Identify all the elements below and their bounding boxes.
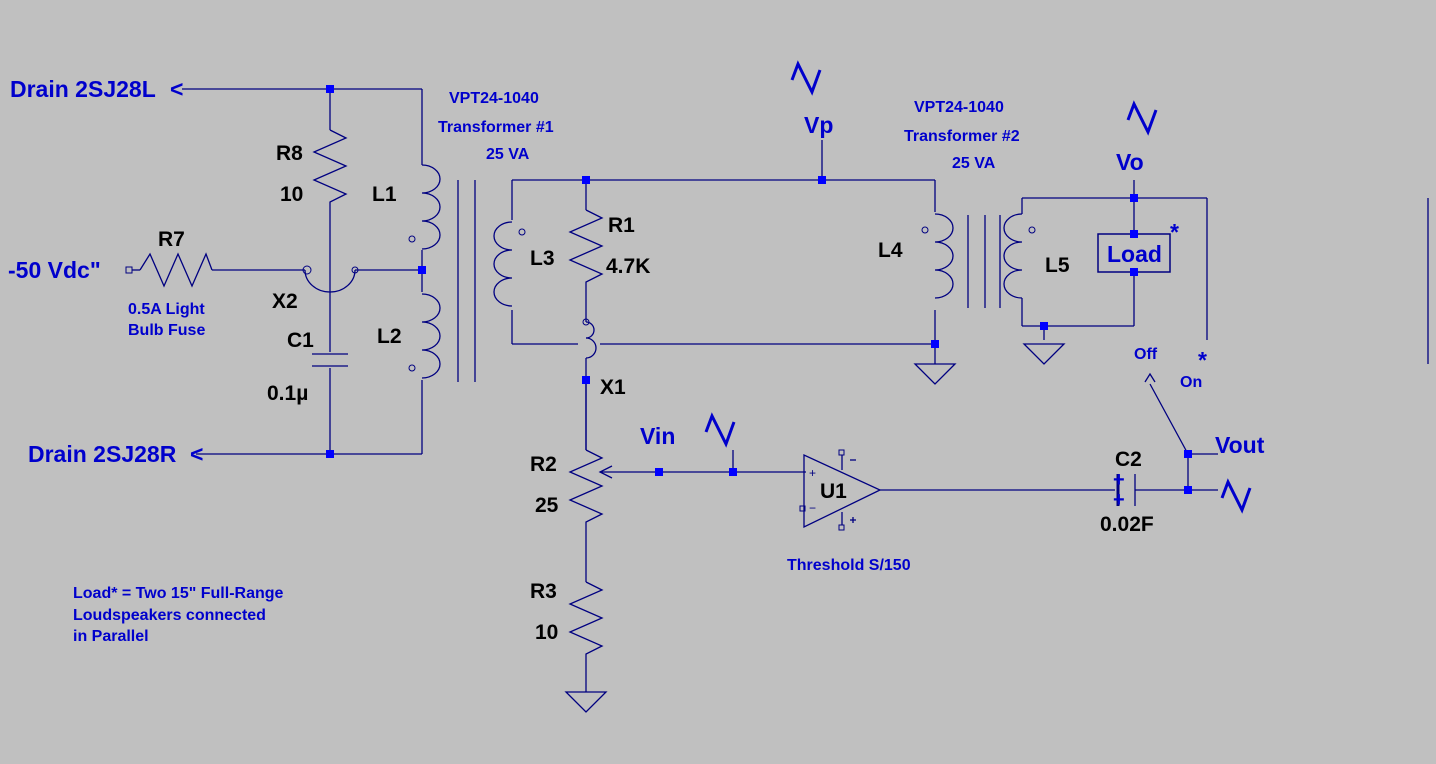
l1-ref: L1 [372,183,397,206]
l5-phase-dot [1028,226,1036,234]
l3-ref: L3 [530,247,555,270]
svg-text:+: + [809,466,816,480]
ac-marker-vp [790,60,822,96]
svg-text:+: + [1113,489,1125,511]
r8-resistor-symbol [312,129,348,210]
x1-pin [582,318,590,326]
net-label-vp: Vp [804,112,833,138]
svg-text:+: + [1113,469,1125,491]
r1-ref: R1 [608,214,635,237]
x2-ref: X2 [272,290,298,313]
load-mark: * [1170,219,1179,245]
u1-ref: U1 [820,480,847,503]
l3-phase-dot [518,228,526,236]
net-label-vout: Vout [1215,432,1265,458]
ground-symbol-t2 [913,362,957,385]
net-label-vo: Vo [1116,149,1144,175]
net-label-vin: Vin [640,423,675,449]
t1-note-line2: Transformer #1 [438,119,554,136]
switch-off-marker [1144,372,1156,383]
t2-note-line3: 25 VA [952,155,996,172]
t2-note-line1: VPT24-1040 [914,99,1004,116]
ac-marker-vin [704,412,736,448]
x2-pin-right [351,266,359,274]
switch-off-label: Off [1134,346,1158,363]
x2-pin [302,265,312,275]
t1-note-line3: 25 VA [486,146,530,163]
ac-marker-vout [1220,478,1252,514]
net-label-drain-l: Drain 2SJ28L [10,76,156,102]
r1-value: 4.7K [606,255,650,278]
switch-on-label: On [1180,374,1202,391]
r2-ref: R2 [530,453,557,476]
u1-amplifier-symbol: + − [799,449,882,531]
l1-inductor-symbol [421,164,441,250]
l4-phase-dot [921,226,929,234]
r7-resistor-symbol [125,252,213,288]
x1-crossover-2 [585,337,597,359]
c2-ref: C2 [1115,448,1142,471]
x1-ref: X1 [600,376,626,399]
l1-phase-dot [408,235,416,243]
r8-ref: R8 [276,142,303,165]
c1-capacitor-symbol [312,353,348,367]
t2-note-line2: Transformer #2 [904,128,1020,145]
net-arrow-drain-l: < [170,76,183,102]
l5-inductor-symbol [1003,213,1023,299]
u1-model-label: Threshold S/150 [787,557,911,574]
net-label-supply: -50 Vdc" [8,257,101,283]
l2-ref: L2 [377,325,402,348]
ground-symbol-r3 [564,670,608,713]
fuse-note-line2: Bulb Fuse [128,322,205,339]
r8-value: 10 [280,183,303,206]
ground-symbol-load [1022,343,1066,365]
transformer-1-core [457,180,476,382]
r2-value: 25 [535,494,559,517]
r1-resistor-symbol [568,209,604,292]
transformer-2-core [967,215,1001,308]
c2-capacitor-symbol: + + [1113,469,1136,511]
c2-value: 0.02F [1100,513,1154,536]
amp-wires [585,380,1188,582]
l2-inductor-symbol [421,293,441,379]
output-wires [1021,180,1429,491]
r7-ref: R7 [158,228,185,251]
l3-inductor-symbol [493,221,513,307]
l4-inductor-symbol [934,213,954,299]
l2-phase-dot [408,364,416,372]
l5-ref: L5 [1045,254,1070,277]
load-ref: Load [1107,241,1162,267]
r2-potentiometer-symbol [568,449,613,525]
l4-ref: L4 [878,239,903,262]
switch-on-mark: * [1198,347,1207,373]
r3-ref: R3 [530,580,557,603]
middle-stage-wires [511,140,936,450]
t1-note-line1: VPT24-1040 [449,90,539,107]
footnote-line3: in Parallel [73,628,149,645]
net-label-drain-r: Drain 2SJ28R [28,441,177,467]
net-arrow-drain-r: < [190,441,203,467]
c1-ref: C1 [287,329,314,352]
r3-resistor-symbol [568,581,604,670]
fuse-note-line1: 0.5A Light [128,301,205,318]
svg-text:−: − [809,501,816,515]
r3-value: 10 [535,621,558,644]
footnote-line1: Load* = Two 15" Full-Range [73,585,284,602]
junction-dots [326,85,1192,494]
c1-value: 0.1µ [267,382,308,405]
footnote-line2: Loudspeakers connected [73,607,266,624]
ac-marker-vo [1126,100,1158,136]
